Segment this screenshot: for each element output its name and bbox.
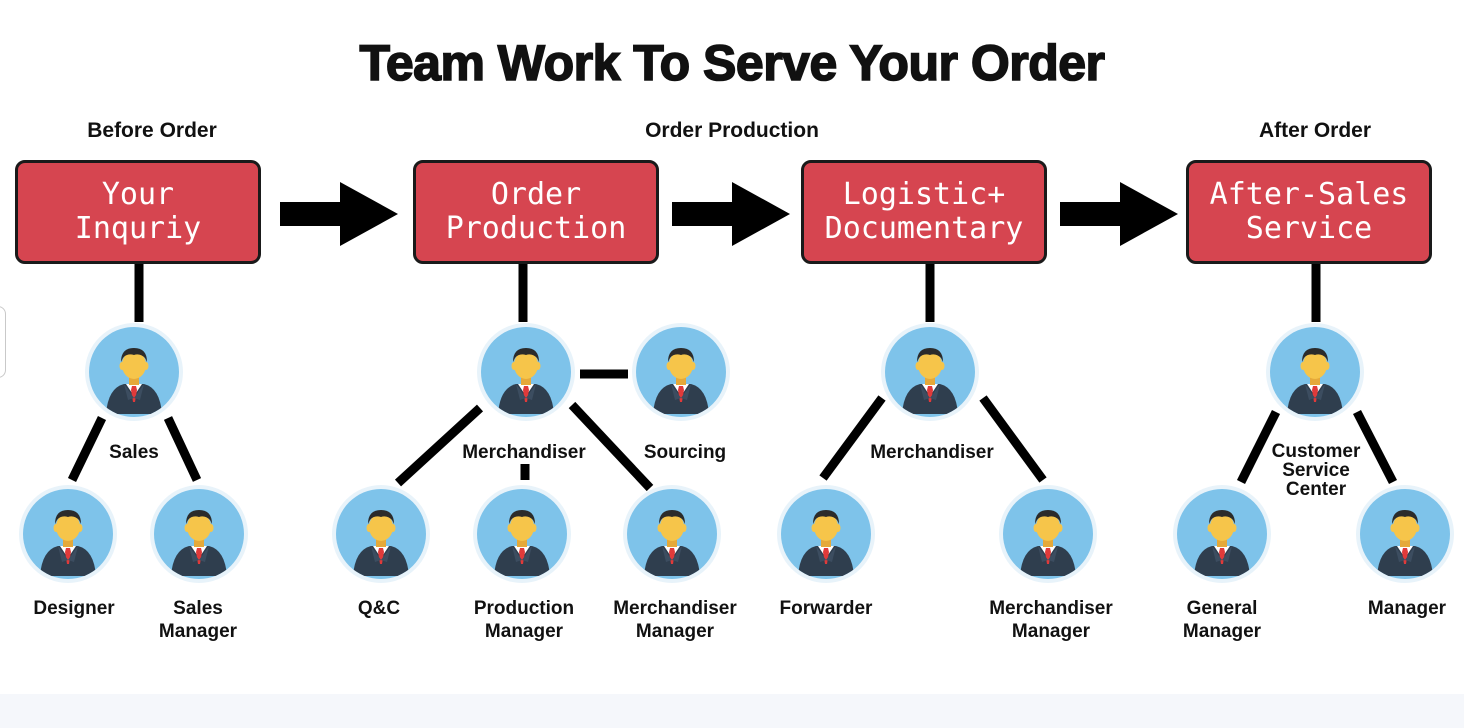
person-avatar-icon	[776, 484, 876, 584]
role-label-general-manager: General Manager	[1182, 598, 1262, 642]
role-label-qc: Q&C	[357, 598, 401, 619]
role-label-forwarder: Forwarder	[779, 598, 873, 619]
person-avatar-icon	[880, 322, 980, 422]
arrow-right-icon	[1060, 182, 1178, 246]
arrow-right-icon	[280, 182, 398, 246]
role-label-merchandiser-manager: Merchandiser Manager	[613, 598, 737, 642]
diagram-title: Team Work To Serve Your Order	[359, 34, 1106, 92]
role-label-designer: Designer	[33, 598, 115, 619]
step-box-your-inquiry: Your Inquriy	[15, 160, 261, 264]
role-label-merchandiser: Merchandiser	[462, 442, 586, 463]
role-label-merchandiser-manager: Merchandiser Manager	[989, 598, 1113, 642]
person-avatar-icon	[476, 322, 576, 422]
person-avatar-icon	[998, 484, 1098, 584]
role-label-customer-service-center: Customer Service Center	[1271, 441, 1361, 500]
step-box-order-production: Order Production	[413, 160, 659, 264]
person-avatar-icon	[472, 484, 572, 584]
phase-label-before-order: Before Order	[87, 119, 217, 142]
role-label-manager: Manager	[1367, 598, 1447, 619]
person-avatar-icon	[1265, 322, 1365, 422]
person-avatar-icon	[631, 322, 731, 422]
step-box-after-sales-service: After-Sales Service	[1186, 160, 1432, 264]
person-avatar-icon	[18, 484, 118, 584]
side-tab-handle[interactable]	[0, 306, 6, 378]
phase-label-order-production: Order Production	[645, 119, 819, 142]
role-label-sales: Sales	[109, 442, 159, 463]
person-avatar-icon	[622, 484, 722, 584]
arrow-right-icon	[672, 182, 790, 246]
role-label-sales-manager: Sales Manager	[158, 598, 238, 642]
bottom-band	[0, 694, 1464, 728]
role-label-production-manager: Production Manager	[473, 598, 575, 642]
phase-label-after-order: After Order	[1258, 119, 1372, 142]
person-avatar-icon	[84, 322, 184, 422]
person-avatar-icon	[149, 484, 249, 584]
person-avatar-icon	[331, 484, 431, 584]
role-label-merchandiser: Merchandiser	[870, 442, 994, 463]
person-avatar-icon	[1172, 484, 1272, 584]
person-avatar-icon	[1355, 484, 1455, 584]
role-label-sourcing: Sourcing	[643, 442, 727, 463]
step-box-logistic-documentary: Logistic+ Documentary	[801, 160, 1047, 264]
